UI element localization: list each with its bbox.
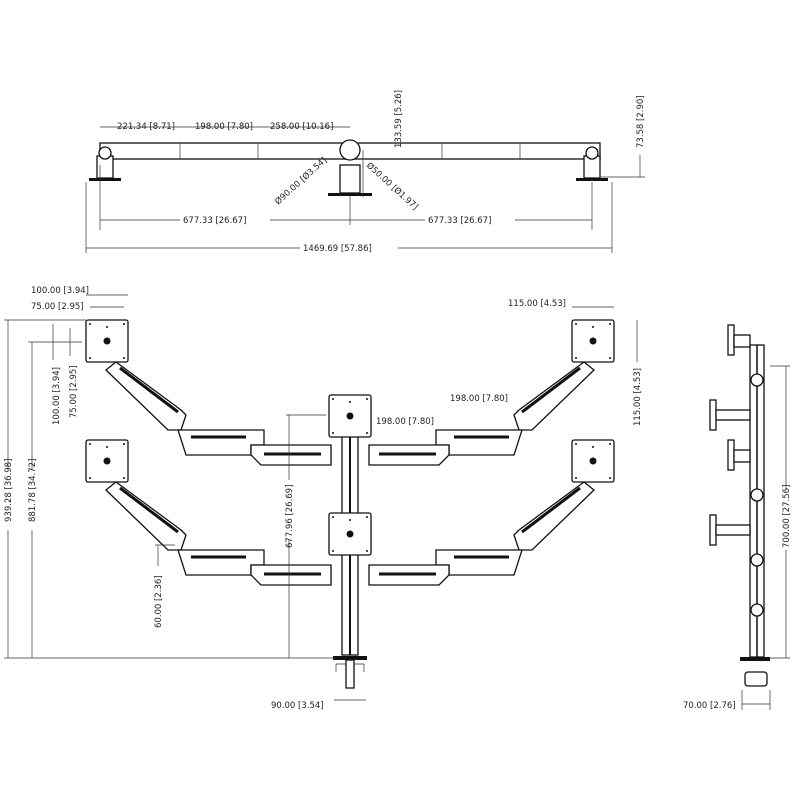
- vesa-plate: [328, 512, 372, 556]
- vesa-plate: [328, 394, 372, 438]
- dim-label: 100.00 [3.94]: [52, 367, 62, 425]
- dim-label: 198.00 [7.80]: [450, 394, 508, 404]
- dim-label: 881.78 [34.72]: [28, 459, 38, 522]
- upper-left-arm: [104, 360, 333, 467]
- dim-label: 1469.69 [57.86]: [303, 244, 372, 254]
- dim-label: Ø50.00 [Ø1.97]: [364, 160, 420, 212]
- dim-label: 198.00 [7.80]: [376, 417, 434, 427]
- dim-label: 677.96 [26.69]: [285, 485, 295, 548]
- front-view: 100.00 [3.94] 75.00 [2.95] 100.00 [3.94]…: [2, 286, 643, 711]
- vesa-plate: [85, 319, 129, 363]
- vesa-plate: [85, 439, 129, 483]
- dim-label: 90.00 [3.54]: [271, 701, 324, 711]
- dim-label: 75.00 [2.95]: [31, 302, 84, 312]
- lower-left-arm: [104, 480, 333, 587]
- dim-label: 221.34 [8.71]: [117, 122, 175, 132]
- top-view: 221.34 [8.71] 198.00 [7.80] 258.00 [10.1…: [85, 90, 646, 254]
- dim-label: 75.00 [2.95]: [69, 365, 79, 418]
- dim-label: 73.58 [2.90]: [636, 95, 646, 148]
- dim-label: Ø90.00 [Ø3.54]: [273, 155, 329, 207]
- upper-right-arm: [367, 360, 596, 467]
- dim-label: 700.00 [27.56]: [782, 485, 792, 548]
- dim-label: 677.33 [26.67]: [183, 216, 246, 226]
- dim-label: 198.00 [7.80]: [195, 122, 253, 132]
- dim-label: 677.33 [26.67]: [428, 216, 491, 226]
- center-hub: [339, 139, 361, 161]
- side-view: 700.00 [27.56] 70.00 [2.76]: [683, 324, 792, 711]
- dim-label: 115.00 [4.53]: [508, 299, 566, 309]
- dim-label: 258.00 [10.16]: [270, 122, 333, 132]
- dim-label: 133.59 [5.26]: [394, 90, 404, 148]
- vesa-plate: [571, 439, 615, 483]
- vesa-plate: [571, 319, 615, 363]
- dim-label: 939.28 [36.98]: [4, 459, 14, 522]
- dim-label: 70.00 [2.76]: [683, 701, 736, 711]
- dim-label: 115.00 [4.53]: [633, 368, 643, 426]
- dim-label: 60.00 [2.36]: [154, 575, 164, 628]
- lower-right-arm: [367, 480, 596, 587]
- dim-label: 100.00 [3.94]: [31, 286, 89, 296]
